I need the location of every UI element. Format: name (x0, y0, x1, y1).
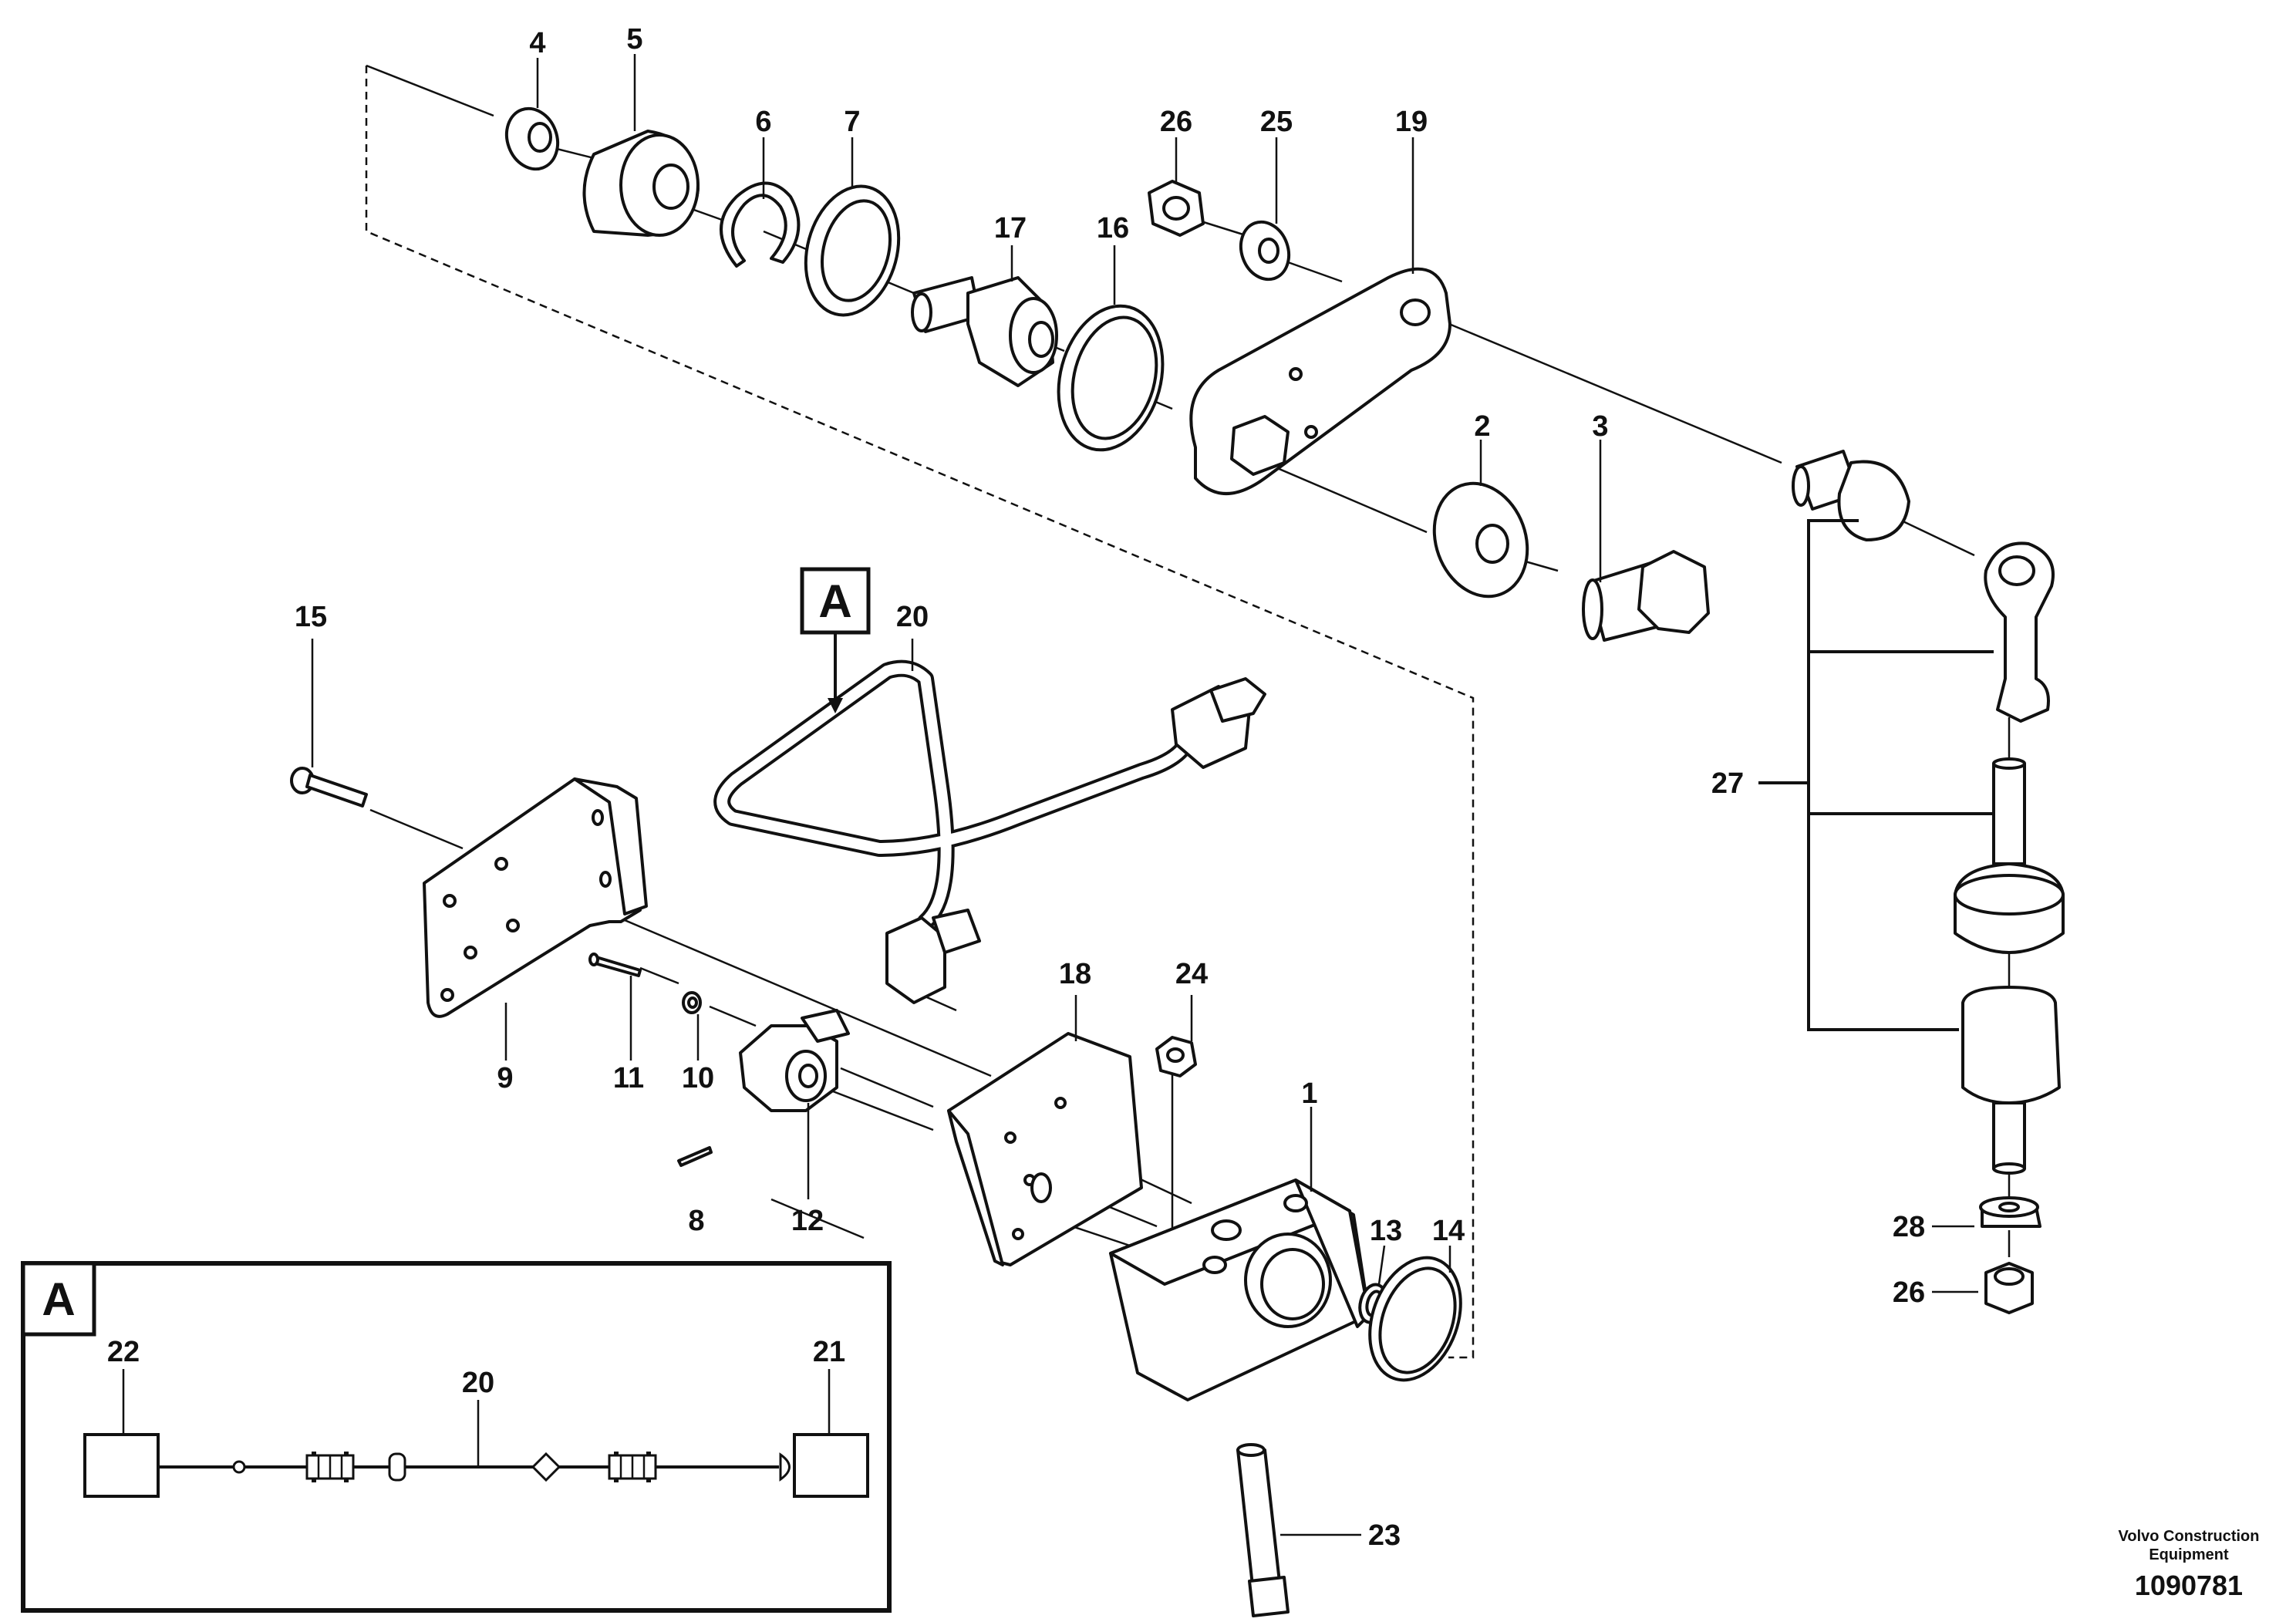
detail-connector-1 (305, 1452, 355, 1482)
part-19-lever-arm (1189, 267, 1451, 495)
callout-16: 16 (1097, 212, 1129, 244)
callout-19: 19 (1395, 106, 1428, 138)
part-1-housing-block (1109, 1179, 1371, 1401)
part-16-o-ring (1057, 304, 1165, 452)
detail-a-pointer (828, 632, 843, 713)
part-27-bracket-lines (1758, 519, 1994, 1031)
callout-26-top: 26 (1160, 106, 1192, 138)
callout-1: 1 (1301, 1077, 1317, 1110)
detail-diamond-junction (531, 1452, 561, 1482)
callout-25: 25 (1260, 106, 1293, 138)
callout-13: 13 (1370, 1215, 1402, 1247)
callout-27: 27 (1711, 767, 1744, 800)
company-name-line1: Volvo Construction (2119, 1528, 2260, 1545)
callout-4: 4 (529, 27, 545, 59)
detail-sensor-cap (779, 1452, 791, 1482)
assembly-boundary-dashed (365, 66, 1475, 1359)
detail-node (232, 1460, 246, 1474)
part-26-nut-bottom (1984, 1262, 2034, 1314)
leader-lines (311, 54, 1978, 1536)
part-25-washer (1239, 220, 1291, 282)
detail-component-22 (83, 1433, 160, 1498)
svg-text:A: A (42, 1273, 75, 1325)
svg-text:A: A (818, 575, 851, 627)
part-12-sensor (739, 1009, 850, 1112)
callout-17: 17 (994, 212, 1027, 244)
callout-26-bottom: 26 (1893, 1276, 1925, 1309)
part-24-nut (1155, 1036, 1197, 1077)
part-7-seal-ring (804, 184, 901, 317)
detail-callout-22: 22 (107, 1336, 140, 1368)
part-2-washer (1432, 481, 1529, 599)
company-name-line2: Equipment (2149, 1546, 2229, 1563)
callout-9: 9 (497, 1062, 513, 1094)
detail-callout-21: 21 (813, 1336, 845, 1368)
callout-8: 8 (688, 1205, 704, 1237)
detail-splice (388, 1452, 406, 1482)
detail-connector-2 (608, 1452, 657, 1482)
callout-14: 14 (1432, 1215, 1465, 1247)
part-23-long-bolt (1236, 1443, 1290, 1617)
part-11-pin (588, 953, 642, 977)
callout-24: 24 (1175, 958, 1208, 990)
callout-3: 3 (1592, 410, 1608, 443)
detail-component-21 (793, 1433, 869, 1498)
part-15-bolt (290, 767, 368, 808)
callout-11: 11 (613, 1062, 644, 1094)
part-4-lock-nut (504, 106, 560, 171)
detail-callout-20: 20 (462, 1367, 494, 1399)
part-5-bushing (582, 130, 700, 237)
part-27-ball-joint-assembly (1792, 450, 2065, 1175)
part-3-hex-bolt (1582, 550, 1710, 642)
footer: Volvo Construction Equipment 1090781 (2119, 1528, 2260, 1601)
part-17-hex-shaft (911, 276, 1058, 387)
part-6-circlip (720, 181, 801, 268)
callout-12: 12 (791, 1205, 824, 1237)
callout-5: 5 (626, 23, 642, 56)
callout-labels: 1 2 3 4 5 6 7 8 9 10 11 12 13 14 15 16 1… (295, 23, 1925, 1552)
explosion-axis-lines (366, 64, 2011, 1313)
callout-18: 18 (1059, 958, 1091, 990)
callout-2: 2 (1474, 410, 1490, 443)
callout-15: 15 (295, 601, 327, 633)
callout-10: 10 (682, 1062, 714, 1094)
callout-28: 28 (1893, 1211, 1925, 1243)
part-26-nut-top (1148, 180, 1205, 237)
part-20-cable-harness (713, 659, 1266, 1004)
part-28-bushing (1979, 1196, 2041, 1228)
detail-a-inset: A 22 21 20 (21, 1261, 892, 1613)
part-9-mounting-bracket (423, 777, 648, 1018)
detail-a-marker: A (800, 567, 871, 635)
part-8-pin (677, 1146, 713, 1167)
detail-a-inset-marker (21, 1261, 96, 1337)
callout-6: 6 (755, 106, 771, 138)
part-14-o-ring (1368, 1256, 1462, 1382)
part-10-washer (682, 991, 702, 1014)
part-18-cover-plate (947, 1032, 1143, 1266)
callout-23: 23 (1368, 1519, 1401, 1552)
drawing-number: 1090781 (2135, 1570, 2243, 1601)
callout-7: 7 (844, 106, 860, 138)
callout-20: 20 (896, 601, 929, 633)
